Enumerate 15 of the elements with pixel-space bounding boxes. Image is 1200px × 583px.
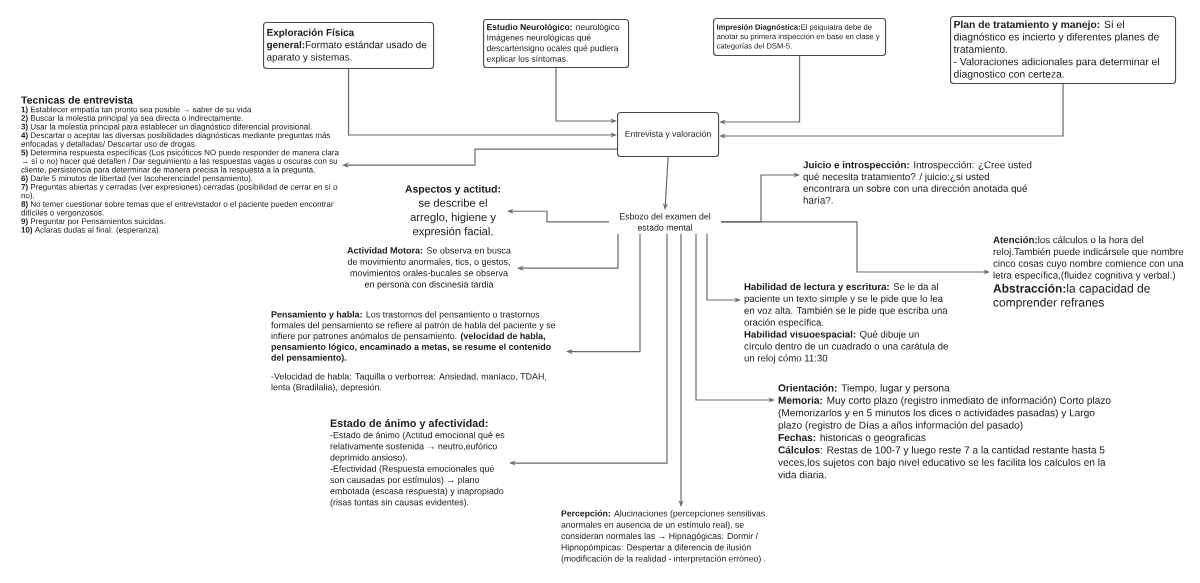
description-text: Esbozo del examen del estado mental [620, 213, 711, 231]
description-text: Pensamiento y habla: Los trastornos del pensamiento o trastornos formales del pensamiento se refiere al patrón de habla del paciente y se infiere por patrones anómalos de pensamiento. (velocidad de habla, pensamiento lógico, encaminado a metas, se resume el contenido del pensamiento). -Velocidad de habla: Taquilla o verborrea: Ansiedad, maníaco, TDAH, lenta (Bradilalia), depresión. [271, 311, 556, 393]
description-text: Tecnicas de entrevista 1) Establecer empatía tan pronto sea posible → saber de su vida 2) Buscar la molestia principal ya sea directa o indirectamente. 3) Usar la molestia principal para establecer un diagnóstico diferencial provisional. 4) Descartar o aceptar las diversas posibilidades diagnósticas mediante preguntas más enfocadas y detalladas/ Descartar uso de drogas. 5) Determina respuesta específicas (Los psicóticos NO puede responder de manera clara → sí o no) hacer qué detallen / Dar seguimiento a las respuestas vagas u oscuras con su cliente, persistencia para determinar de manera precisa la respuesta a la pregunta. 6) Darle 5 minutos de libertad (ver lacoherenciadel pensamiento). 7) Preguntas abiertas y cerradas (ver expresiones) cerradas (posibilidad de cerrar en sí o no). 8) No temer cuestionar sobre temas que el entrevistador o el paciente pueden encontrar difíciles o vergonzosos. 9) Preguntar por Pensamientos suicidas. 10) Aclaras dudas al final. (esperanza). [21, 96, 339, 235]
process-box: Plan de tratamiento y manejo: Sí el diagnóstico es incierto y diferentes planes de tratamiento. - Valoraciones adicionales para determinar el diagnostico con certeza. [950, 16, 1177, 85]
process-box: Estudio Neurológico: neurológico Imágenes neurológicas qué descartensigno ocales qué pudiera explicar los síntomas. [483, 19, 630, 69]
description-text: Juicio e introspección: Introspección: ¿Cree usted qué necesita tratamiento? / juicio:¿si usted encontrara un sobre con una dirección anotada qué haría?. [803, 161, 1032, 204]
description-text: Habilidad de lectura y escritura: Se le da al paciente un texto simple y se le pide que lo lea en voz alta. También se le pide que escriba una oración específica. Habilidad visuoespacial: Qué dibuje un círculo dentro de un cuadrado o una carátula de un reloj cómo 11:30 [744, 283, 948, 364]
description-text: Orientación: Tiempo, lugar y persona Memoria: Muy corto plazo (registro inmediato de información) Corto plazo (Memorizarlos y en 5 minutos los dices o actividades pasadas) y Largo plazo (registro de Días a años información del pasado) Fechas: historicas o geograficas Cálculos: Restas de 100-7 y luego reste 7 a la cantidad restante hasta 5 veces,los sujetos con bajo nivel educativo se les facilita los calculos en la vida diaria. [778, 384, 1111, 479]
description-text: Actividad Motora: Se observa en busca de movimiento anormales, tics, o gestos, movimientos orales-bucales se observa en persona con discinesia tardia [347, 247, 511, 290]
process-box: Exploración Física general:Formato estándar usado de aparato y sistemas. [263, 22, 435, 70]
description-text: Estado de ánimo y afectividad: -Estado de ánimo (Actitud emocional qué es relativamente sostenida → neutro,eufórico deprimido ansioso). -Efectividad (Respuesta emocionales qué son causadas por estímulos) → plano embotada (escasa respuesta) y inapropiado (risas tontas sin causas evidentes). [330, 419, 505, 508]
description-text: Atención:los cálculos o la hora del reloj.También puede indicársele que nombre cinco cosas cuyo nombre comience con una letra específica,(fluidez cognitiva y verbal.) Abstracción:la capacidad de comprender refranes [993, 236, 1184, 310]
description-text: Aspectos y actitud: se describe el arreglo, higiene y expresión facial. [405, 185, 500, 238]
description-text: Percepción: Alucinaciones (percepciones sensitivas anormales en ausencia de un estímulo real), se consideran normales las → Hipnagógicas: Dormir / Hipnopómpicas: Despertar a diferencia de ilusión (modificación de la realidad - interpretación erróneo) . [561, 510, 766, 564]
process-box: Entrevista y valoración [617, 112, 720, 158]
